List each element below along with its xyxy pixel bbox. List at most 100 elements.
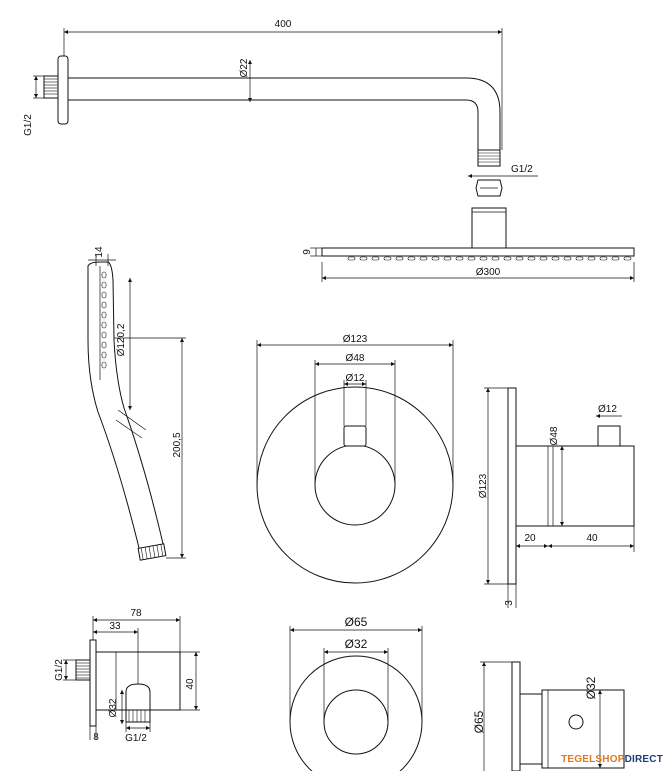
stop-side-body: [541, 689, 625, 769]
mixer-stem: [343, 425, 367, 447]
stop-body: [323, 689, 389, 755]
rain-nozzle: [431, 256, 440, 261]
rain-nozzle: [467, 256, 476, 261]
rain-nozzle: [491, 256, 500, 261]
mixer-front: [256, 386, 454, 584]
rain-head-nozzles: [347, 256, 632, 261]
mixer-side-depth-a-label: 20: [524, 533, 536, 544]
elbow-height-label: 40: [185, 678, 196, 690]
rain-nozzle: [371, 256, 380, 261]
elbow-offset-label: 33: [109, 621, 121, 632]
dim-hand-shower: 14 Ø120,2 200,5: [88, 246, 186, 559]
rain-nozzle: [563, 256, 572, 261]
shower-arm: [43, 55, 507, 249]
mixer-side-plate: [507, 387, 517, 585]
stop-side-plate-label: Ø65: [472, 710, 486, 733]
rain-head-neck: [471, 207, 507, 249]
stop-side-hole: [568, 714, 584, 730]
rain-head-height-label: 9: [302, 249, 313, 255]
rain-head-diameter-label: Ø300: [476, 267, 501, 278]
rain-nozzle: [479, 256, 488, 261]
hand-shower-nozzles: [101, 271, 107, 369]
hand-shower-length-label: 200,5: [172, 432, 183, 457]
dim-22-label: Ø22: [239, 58, 250, 77]
stop-body-label: Ø32: [345, 637, 368, 651]
mixer-side: [507, 387, 635, 585]
hand-nozzle: [101, 341, 107, 349]
dim-wall-elbow: 78 33 40 G1/2 Ø32 8 G1/2: [54, 608, 200, 744]
brand-logo: TEGELSHOPDIRECT: [561, 754, 663, 765]
mixer-side-plate-thickness-label: 3: [504, 600, 515, 606]
elbow-width-label: 78: [130, 608, 142, 619]
mixer-side-stem-label: Ø12: [598, 404, 617, 415]
stop-side-collar: [519, 693, 543, 765]
mixer-body: [314, 444, 396, 526]
arm-head-thread: [477, 149, 501, 167]
arm-wall-thread: [43, 75, 59, 99]
hand-nozzle: [101, 291, 107, 299]
rain-nozzle: [407, 256, 416, 261]
mixer-side-stem: [597, 425, 621, 447]
mixer-side-plate-label: Ø123: [478, 473, 489, 498]
arm-pipe: [67, 77, 501, 151]
wall-elbow: [75, 639, 181, 727]
elbow-thread-out-label: G1/2: [125, 733, 147, 744]
hand-nozzle: [101, 311, 107, 319]
brand-logo-part1: TEGELSHOP: [561, 754, 625, 765]
dim-mixer-side: Ø12 Ø48 Ø123 20 40 3: [478, 387, 635, 608]
stop-valve-front: [289, 655, 423, 771]
rain-nozzle: [623, 256, 632, 261]
rain-nozzle: [611, 256, 620, 261]
mixer-plate-label: Ø123: [343, 334, 368, 345]
arm-wall-thread-label: G1/2: [23, 114, 34, 136]
rain-nozzle: [551, 256, 560, 261]
rain-nozzle: [599, 256, 608, 261]
rain-nozzle: [515, 256, 524, 261]
rain-nozzle: [359, 256, 368, 261]
hand-nozzle: [101, 281, 107, 289]
hand-nozzle: [101, 271, 107, 279]
rain-nozzle: [527, 256, 536, 261]
hand-nozzle: [101, 301, 107, 309]
elbow-outlet: [125, 683, 151, 711]
rain-nozzle: [539, 256, 548, 261]
rain-nozzle: [419, 256, 428, 261]
dim-arm-diameter: Ø22: [239, 58, 253, 102]
mixer-side-body-label: Ø48: [549, 426, 560, 445]
stop-side-body-label: Ø32: [584, 676, 598, 699]
hand-nozzle: [101, 331, 107, 339]
hand-shower-top-label: 14: [94, 246, 105, 258]
dim-arm-head-thread: G1/2: [468, 164, 538, 179]
elbow-plate-label: 8: [93, 732, 99, 743]
stop-valve-side: [511, 661, 625, 771]
dim-stop-side: Ø32 Ø65: [472, 661, 603, 771]
rain-head-plate: [321, 247, 635, 257]
hand-shower-body: [87, 261, 165, 553]
rain-nozzle: [347, 256, 356, 261]
mixer-body-label: Ø48: [346, 353, 365, 364]
elbow-outlet-label: Ø32: [108, 698, 119, 717]
elbow-outlet-thread: [125, 709, 151, 723]
stop-plate-label: Ø65: [345, 615, 368, 629]
dim-arm-wall-thread: G1/2: [23, 75, 44, 136]
dim-400-label: 400: [275, 19, 292, 30]
hand-shower: [87, 261, 167, 561]
rain-nozzle: [575, 256, 584, 261]
rain-nozzle: [455, 256, 464, 261]
elbow-wall-thread-label: G1/2: [54, 659, 65, 681]
stop-side-plate: [511, 661, 521, 771]
dim-mixer-front: Ø123 Ø48 Ø12: [256, 334, 454, 485]
dim-rain-head: 9 Ø300: [302, 247, 635, 282]
mixer-side-body: [515, 445, 635, 527]
rain-nozzle: [443, 256, 452, 261]
mixer-side-depth-b-label: 40: [586, 533, 598, 544]
rain-nozzle: [395, 256, 404, 261]
arm-head-thread-label: G1/2: [511, 164, 533, 175]
hand-shower-head-label: Ø120,2: [116, 323, 127, 356]
rain-nozzle: [383, 256, 392, 261]
mixer-stem-label: Ø12: [346, 373, 365, 384]
dim-arm-length: 400: [63, 19, 503, 150]
arm-wall-plate: [57, 55, 69, 125]
hand-nozzle: [101, 321, 107, 329]
